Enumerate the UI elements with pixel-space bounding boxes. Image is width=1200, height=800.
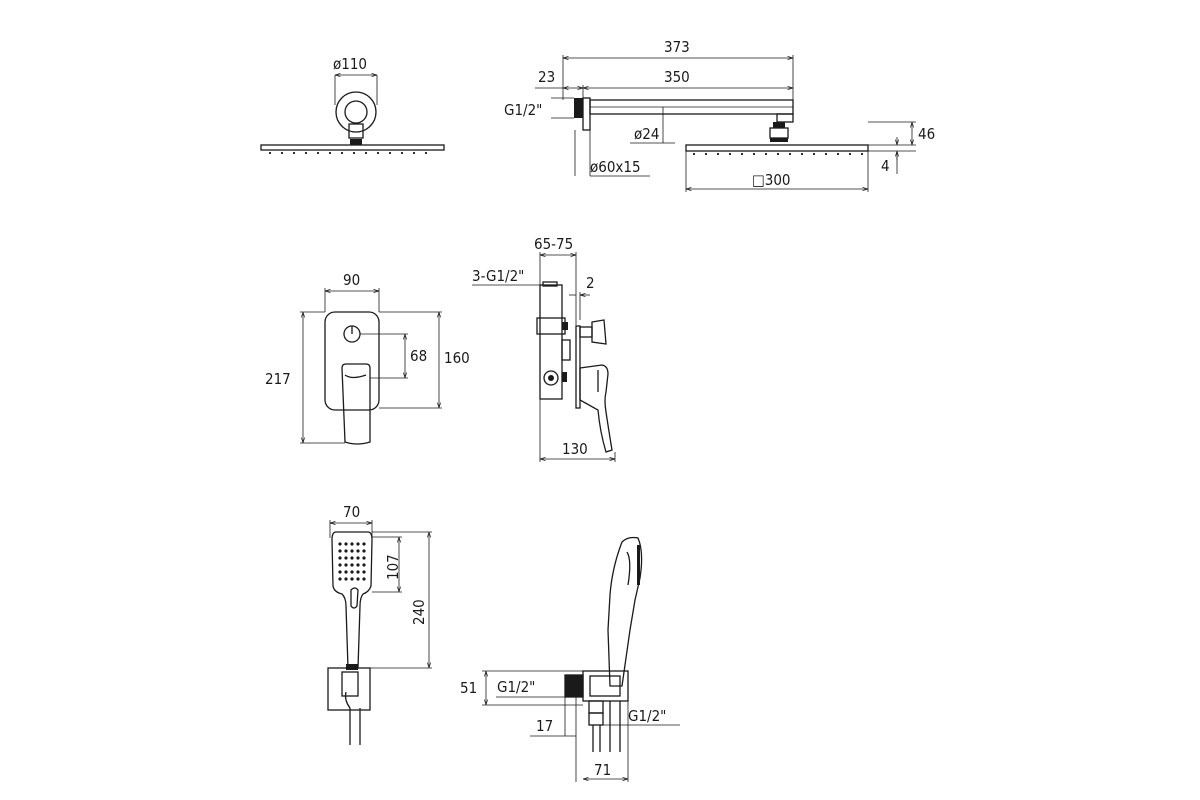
hand-nozzle-dot xyxy=(344,542,348,546)
label-knob-offset: 68 xyxy=(410,347,427,365)
label-plate-thickness: 2 xyxy=(586,274,595,292)
nozzle-dot xyxy=(776,152,780,156)
nozzle-dot xyxy=(340,151,344,155)
hand-nozzle-dot xyxy=(350,570,354,574)
hand-nozzle-dot xyxy=(338,542,342,546)
nozzle-dot xyxy=(812,152,816,156)
label-outlet-width: 71 xyxy=(594,761,611,779)
nozzle-dot xyxy=(424,151,428,155)
nozzle-dot xyxy=(388,151,392,155)
nozzle-dot xyxy=(800,152,804,156)
label-hand-face: 107 xyxy=(384,554,402,580)
label-arm-offset: 23 xyxy=(538,68,555,86)
hand-nozzle-dot xyxy=(350,563,354,567)
nozzle-dot xyxy=(716,152,720,156)
label-head-thickness: 4 xyxy=(881,157,890,175)
nozzle-dot xyxy=(704,152,708,156)
hand-nozzle-dot xyxy=(362,577,366,581)
mixer-plate-front-view: 90 217 68 160 xyxy=(265,271,470,445)
nozzle-dot xyxy=(328,151,332,155)
nozzle-dot xyxy=(728,152,732,156)
nozzle-dot xyxy=(848,152,852,156)
hand-nozzle-dot xyxy=(344,577,348,581)
hand-nozzle-dot xyxy=(344,549,348,553)
hand-nozzle-dot xyxy=(338,570,342,574)
hand-nozzle-dot xyxy=(362,556,366,560)
hand-nozzle-dot xyxy=(362,542,366,546)
hand-nozzle-dot xyxy=(344,556,348,560)
nozzle-dot xyxy=(268,151,272,155)
hand-nozzle-dot xyxy=(338,577,342,581)
label-hand-length: 240 xyxy=(410,599,428,625)
label-head-height: 46 xyxy=(918,125,935,143)
hand-nozzle-dot xyxy=(344,563,348,567)
shower-arm-side-view: 373 23 350 G1/2" ø24 ø60x15 xyxy=(504,38,935,192)
label-mixer-depth: 130 xyxy=(562,440,588,458)
nozzle-dot xyxy=(788,152,792,156)
hand-nozzle-dot xyxy=(338,556,342,560)
nozzle-dot xyxy=(836,152,840,156)
label-arm-diameter: ø24 xyxy=(634,125,659,143)
label-plate-height: 217 xyxy=(265,370,291,388)
label-lever-height: 160 xyxy=(444,349,470,367)
nozzle-dot xyxy=(280,151,284,155)
label-arm-thread: G1/2" xyxy=(504,101,542,119)
label-outlet-depth: 17 xyxy=(536,717,553,735)
hand-nozzle-dot xyxy=(344,570,348,574)
hand-nozzle-dot xyxy=(356,549,360,553)
label-head-diameter: ø110 xyxy=(333,55,367,73)
nozzle-dot xyxy=(824,152,828,156)
nozzle-dot xyxy=(316,151,320,155)
nozzle-dot xyxy=(292,151,296,155)
hand-nozzle-dot xyxy=(350,556,354,560)
hand-shower-side-view: 51 G1/2" 17 G1/2" 71 xyxy=(460,536,680,782)
hand-nozzle-dot xyxy=(356,570,360,574)
nozzle-dot xyxy=(412,151,416,155)
label-outlet-height: 51 xyxy=(460,679,477,697)
hand-nozzle-dot xyxy=(362,570,366,574)
label-arm-total: 373 xyxy=(664,38,690,56)
nozzle-dot xyxy=(752,152,756,156)
label-valve-thread: 3-G1/2" xyxy=(472,267,524,285)
hand-nozzle-dot xyxy=(350,542,354,546)
hand-nozzle-dot xyxy=(356,556,360,560)
shower-head-front-view: ø110 xyxy=(260,55,445,155)
label-valve-depth: 65-75 xyxy=(534,235,573,253)
nozzle-dot xyxy=(304,151,308,155)
hand-nozzle-dot xyxy=(338,563,342,567)
hand-nozzle-dot xyxy=(338,549,342,553)
label-hose-thread: G1/2" xyxy=(628,707,666,725)
nozzle-dot xyxy=(376,151,380,155)
nozzle-dot xyxy=(740,152,744,156)
label-head-size: □300 xyxy=(752,171,791,189)
nozzle-dot xyxy=(364,151,368,155)
nozzle-dot xyxy=(764,152,768,156)
hand-nozzle-dot xyxy=(350,577,354,581)
label-outlet-thread: G1/2" xyxy=(497,678,535,696)
label-hand-width: 70 xyxy=(343,503,360,521)
hand-nozzle-dot xyxy=(356,563,360,567)
nozzle-dot xyxy=(860,152,864,156)
label-flange-size: ø60x15 xyxy=(590,158,641,176)
hand-nozzle-dot xyxy=(356,577,360,581)
hand-nozzle-dot xyxy=(362,563,366,567)
hand-shower-front-view: 70 107 240 xyxy=(327,503,432,745)
nozzle-dot xyxy=(352,151,356,155)
label-arm-length: 350 xyxy=(664,68,690,86)
hand-nozzle-dot xyxy=(350,549,354,553)
valve-side-view: 65-75 3-G1/2" 2 130 xyxy=(472,235,616,462)
nozzle-dot xyxy=(400,151,404,155)
hand-nozzle-dot xyxy=(356,542,360,546)
nozzle-dot xyxy=(692,152,696,156)
hand-nozzle-dot xyxy=(362,549,366,553)
label-plate-width: 90 xyxy=(343,271,360,289)
